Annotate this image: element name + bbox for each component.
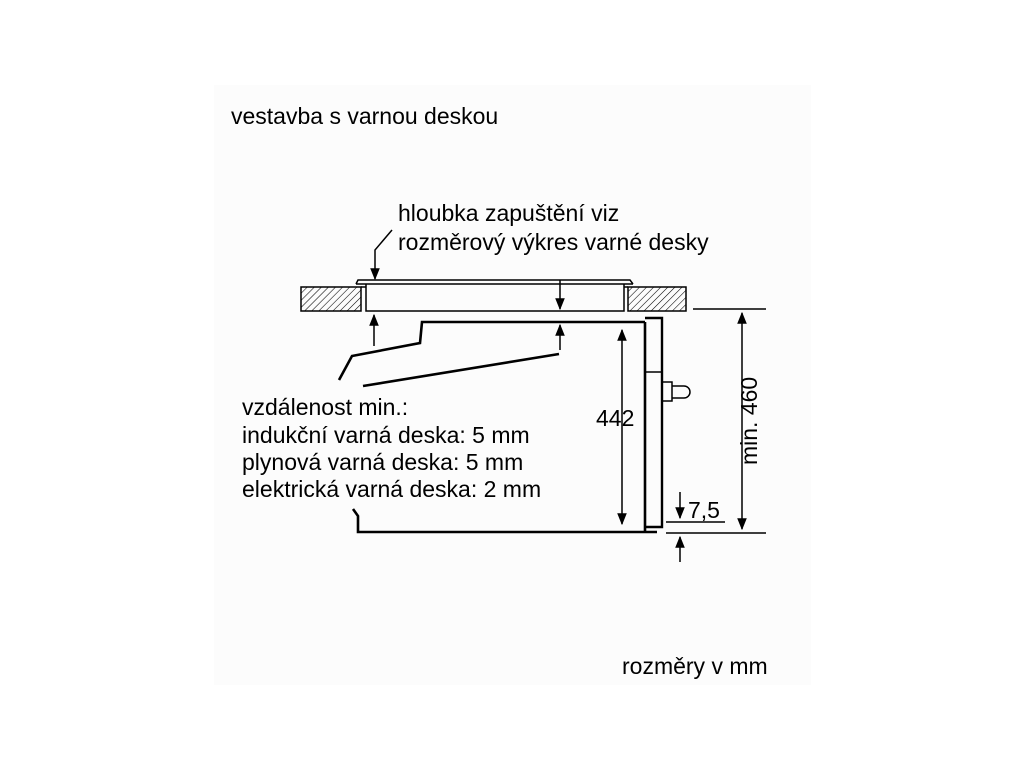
diagram-title: vestavba s varnou deskou bbox=[231, 103, 498, 129]
hob bbox=[355, 279, 634, 312]
clearance-note-line2: indukční varná deska: 5 mm bbox=[242, 422, 530, 448]
clearance-note-line1: vzdálenost min.: bbox=[242, 394, 408, 420]
oven-body bbox=[337, 320, 657, 534]
worktop-left bbox=[300, 286, 362, 312]
dim-min-460 bbox=[666, 308, 766, 534]
units-note: rozměry v mm bbox=[622, 653, 768, 679]
hob-note-line1: hloubka zapuštění viz bbox=[398, 200, 619, 226]
hob-note-leader bbox=[370, 229, 393, 281]
dim-442-label: 442 bbox=[596, 405, 634, 431]
background-panel bbox=[214, 85, 811, 685]
hob-note-line2: rozměrový výkres varné desky bbox=[398, 229, 709, 255]
dim-7-5-label: 7,5 bbox=[688, 497, 720, 523]
clearance-note-line4: elektrická varná deska: 2 mm bbox=[242, 476, 541, 502]
clearance-arrows bbox=[369, 280, 565, 350]
clearance-note-line3: plynová varná deska: 5 mm bbox=[242, 449, 523, 475]
worktop-right bbox=[627, 286, 687, 312]
oven-handle bbox=[661, 381, 673, 402]
oven-door bbox=[645, 316, 691, 529]
dim-7-5 bbox=[666, 492, 725, 562]
dim-min-460-label: min. 460 bbox=[736, 377, 762, 465]
